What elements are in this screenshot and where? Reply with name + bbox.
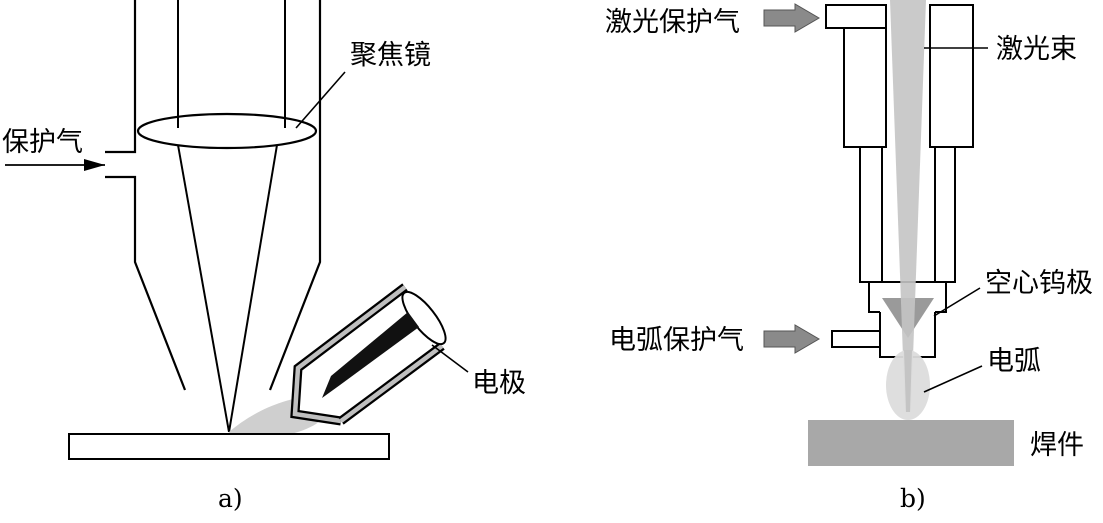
arc-gas-arrow <box>763 324 820 354</box>
focusing-lens <box>136 112 318 150</box>
laser-nozzle-body <box>825 4 974 358</box>
label-arc-shielding-gas: 电弧保护气 <box>609 325 744 356</box>
arc-core <box>904 350 912 412</box>
electrode-torch <box>290 283 447 426</box>
label-hollow-tungsten: 空心钨极 <box>985 268 1093 299</box>
label-laser-beam: 激光束 <box>996 34 1077 65</box>
arc-leader <box>923 365 983 393</box>
caption-a: a) <box>218 484 243 513</box>
lens-leader-line <box>295 71 346 129</box>
label-electrode: 电极 <box>472 368 526 399</box>
panel-b: 激光保护气 激光束 空心钨极 电弧保护气 电弧 焊件 b) <box>605 0 1093 513</box>
label-focusing-lens: 聚焦镜 <box>350 40 431 71</box>
label-laser-shielding-gas: 激光保护气 <box>605 7 740 38</box>
laser-beam <box>890 0 926 412</box>
laser-gas-arrow <box>763 3 820 33</box>
workpiece-b <box>808 420 1014 466</box>
label-arc: 电弧 <box>987 346 1041 377</box>
label-shielding-gas: 保护气 <box>2 127 83 158</box>
panel-a: 聚焦镜 保护气 电极 a) <box>2 0 526 513</box>
electrode-leader-line <box>431 344 469 373</box>
workpiece-plate-a <box>68 433 390 460</box>
caption-b: b) <box>900 484 926 513</box>
focused-beam-cone <box>177 144 278 433</box>
beam-guide-lines <box>177 0 286 128</box>
laser-head-body <box>105 0 322 391</box>
shielding-gas-arrow <box>5 159 105 171</box>
tungsten-leader <box>933 287 981 317</box>
tungsten-electrode <box>322 312 419 398</box>
label-workpiece: 焊件 <box>1030 430 1084 461</box>
